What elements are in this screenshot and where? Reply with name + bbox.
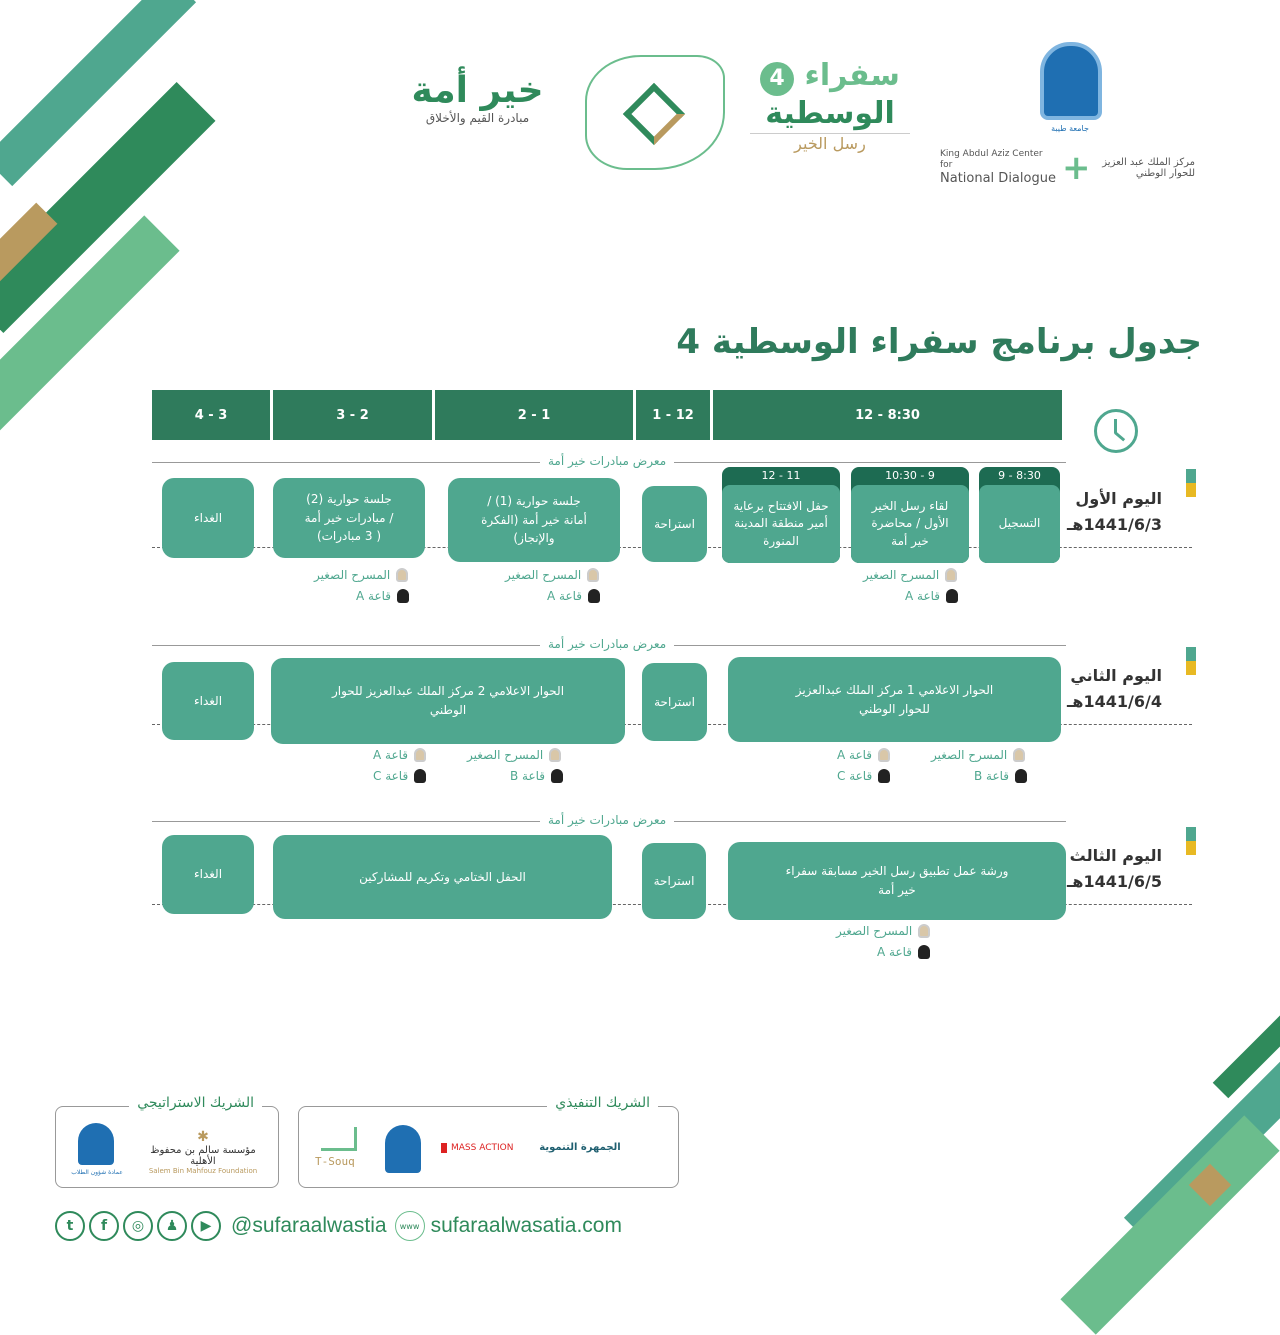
exhibition-label: معرض مبادرات خير أمة (540, 813, 675, 827)
location-men: المسرح الصغير (505, 568, 600, 582)
jamhara-logo: الجمهرة التنموية (539, 1142, 621, 1153)
location-women: قاعة A (547, 589, 601, 603)
time-header-2-1: 2 - 1 (435, 390, 633, 440)
man-icon (918, 924, 931, 938)
man-icon (587, 568, 600, 582)
location-men: المسرح الصغير (836, 924, 931, 938)
tsouq-logo: T-Souq (315, 1155, 355, 1168)
saudi-map-logo (585, 55, 725, 170)
location-men: المسرح الصغير (863, 568, 958, 582)
salem-foundation-logo: ✱ مؤسسة سالم بن محفوظ الأهلية Salem Bin … (148, 1129, 258, 1175)
lunch-session: الغداء (162, 662, 254, 740)
location-men: المسرح الصغير (314, 568, 409, 582)
youtube-icon[interactable]: ▶ (191, 1211, 221, 1241)
man-icon (414, 748, 427, 762)
location-men: المسرح الصغير (931, 748, 1026, 762)
day-flag (1186, 647, 1196, 675)
deanship-logo (78, 1123, 114, 1165)
woman-icon (551, 769, 564, 783)
location-men: قاعة A (837, 748, 891, 762)
executive-partner-box: الشريك التنفيذي T-Souq MASS ACTION الجمه… (298, 1095, 679, 1188)
man-icon (396, 568, 409, 582)
exhibition-label: معرض مبادرات خير أمة (540, 454, 675, 468)
break-session: استراحة (642, 486, 707, 562)
facebook-icon[interactable]: f (89, 1211, 119, 1241)
globe-icon: www (394, 1211, 425, 1241)
dialog-session-2: جلسة حوارية (2) / مبادرات خير أمة ( 3 مب… (273, 478, 425, 558)
sufara-logo: سفراء 4 الوسطية رسل الخير (750, 58, 910, 153)
dialog-session-1: جلسة حوارية (1) / أمانة خير أمة (الفكرة … (448, 478, 620, 562)
man-icon (878, 748, 891, 762)
location-women: قاعة B (974, 769, 1028, 783)
man-icon (1013, 748, 1026, 762)
break-session: استراحة (642, 663, 707, 741)
khair-umma-logo: خير أمة مبادرة القيم والأخلاق (411, 70, 544, 125)
location-women: قاعة A (877, 945, 931, 959)
man-icon (549, 748, 562, 762)
tsouq-cart-icon (321, 1127, 357, 1151)
location-men: المسرح الصغير (467, 748, 562, 762)
university-logo (1040, 42, 1102, 120)
lunch-session: الغداء (162, 478, 254, 558)
day-flag (1186, 469, 1196, 497)
decor-stripe (1060, 1115, 1280, 1335)
university-logo-small (385, 1125, 421, 1173)
snapchat-icon[interactable]: ♟ (157, 1211, 187, 1241)
woman-icon (588, 589, 601, 603)
location-women: قاعة C (837, 769, 891, 783)
mass-action-logo: MASS ACTION (441, 1143, 513, 1153)
social-handle[interactable]: @sufaraalwastia (231, 1214, 387, 1237)
page-title: جدول برنامج سفراء الوسطية 4 (676, 322, 1202, 362)
location-women: قاعة B (510, 769, 564, 783)
woman-icon (414, 769, 427, 783)
location-women: قاعة C (373, 769, 427, 783)
instagram-icon[interactable]: ◎ (123, 1211, 153, 1241)
location-men: قاعة A (373, 748, 427, 762)
woman-icon (878, 769, 891, 783)
social-bar: t f ◎ ♟ ▶ @sufaraalwastia www sufaraalwa… (55, 1211, 622, 1241)
website-link[interactable]: sufaraalwasatia.com (430, 1214, 622, 1237)
clock-icon (1094, 409, 1138, 453)
woman-icon (918, 945, 931, 959)
man-icon (945, 568, 958, 582)
workshop-session: ورشة عمل تطبيق رسل الخير مسابقة سفراء خي… (728, 842, 1066, 920)
media-dialog-1: الحوار الاعلامي 1 مركز الملك عبدالعزيز ل… (728, 657, 1061, 742)
strategic-partner-box: الشريك الاستراتيجي عمادة شؤون الطلاب ✱ م… (55, 1095, 279, 1188)
twitter-icon[interactable]: t (55, 1211, 85, 1241)
woman-icon (946, 589, 959, 603)
exhibition-label: معرض مبادرات خير أمة (540, 637, 675, 651)
day-flag (1186, 827, 1196, 855)
lunch-session: الغداء (162, 835, 254, 914)
time-header-3-2: 3 - 2 (273, 390, 432, 440)
location-women: قاعة A (356, 589, 410, 603)
time-header-4-3: 4 - 3 (152, 390, 270, 440)
time-header-1-12: 1 - 12 (636, 390, 710, 440)
woman-icon (397, 589, 410, 603)
closing-ceremony: الحفل الختامي وتكريم للمشاركين (273, 835, 612, 919)
woman-icon (1015, 769, 1028, 783)
media-dialog-2: الحوار الاعلامي 2 مركز الملك عبدالعزيز ل… (271, 658, 625, 744)
location-women: قاعة A (905, 589, 959, 603)
break-session: استراحة (642, 843, 706, 919)
time-header-12-830: 12 - 8:30 (713, 390, 1062, 440)
